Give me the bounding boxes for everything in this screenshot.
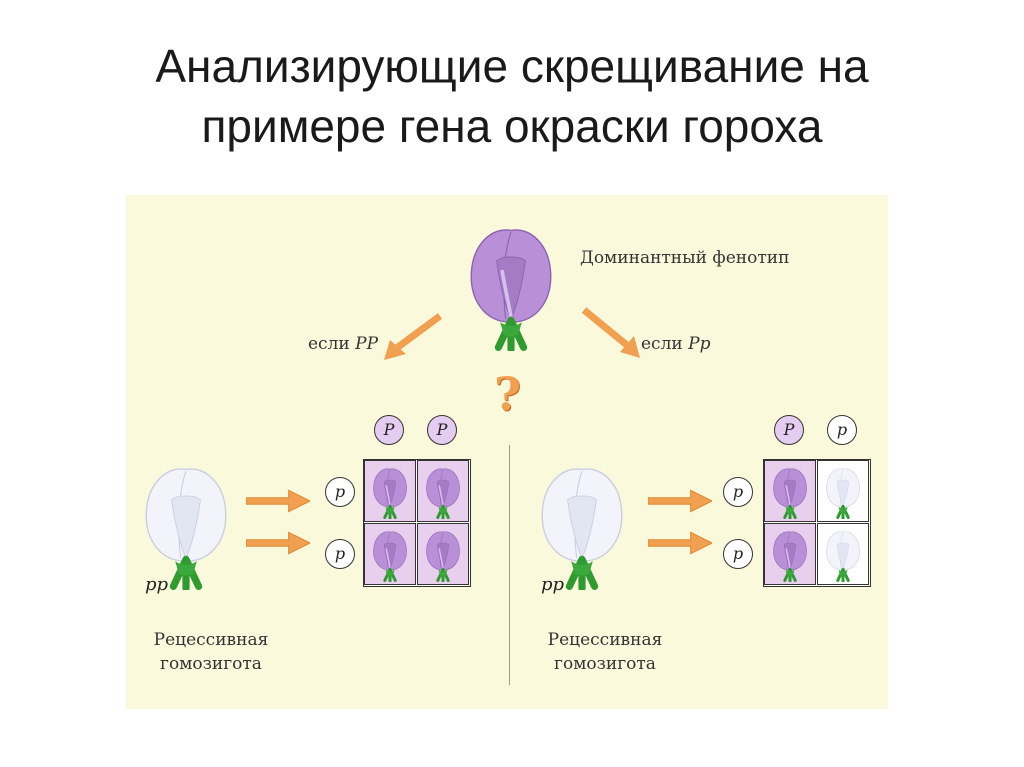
right-cell-2-2 <box>817 523 869 585</box>
purple-offspring-flower-icon <box>770 463 810 519</box>
title-line-2: примере гена окраски гороха <box>201 100 823 152</box>
left-gamete-top-2: P <box>427 415 457 445</box>
white-offspring-flower-icon <box>823 526 863 582</box>
left-gamete-side-1: p <box>325 477 355 507</box>
left-case-arrow-icon <box>384 313 443 360</box>
right-cell-1-1 <box>764 460 816 522</box>
right-gamete-side-1: p <box>723 477 753 507</box>
right-parent-white-flower-icon <box>536 455 628 590</box>
right-parent-caption: Рецессивная гомозигота <box>530 628 680 676</box>
right-cell-1-2 <box>817 460 869 522</box>
left-case-prefix: если <box>308 334 356 354</box>
right-cell-2-1 <box>764 523 816 585</box>
left-case-genotype: PP <box>355 334 379 354</box>
left-arrow-upper-icon <box>246 489 310 513</box>
right-caption-line-1: Рецессивная <box>547 630 663 650</box>
left-cell-2-1 <box>364 523 416 585</box>
dominant-flower-icon <box>466 216 556 351</box>
left-cell-2-2 <box>417 523 469 585</box>
left-gamete-side-2: p <box>325 539 355 569</box>
purple-offspring-flower-icon <box>423 526 463 582</box>
left-arrow-lower-icon <box>246 531 310 555</box>
right-caption-line-2: гомозигота <box>554 654 656 674</box>
white-offspring-flower-icon <box>823 463 863 519</box>
left-caption-line-2: гомозигота <box>160 654 262 674</box>
right-gamete-side-2: p <box>723 539 753 569</box>
left-caption-line-1: Рецессивная <box>153 630 269 650</box>
right-case-prefix: если <box>641 334 689 354</box>
purple-offspring-flower-icon <box>370 526 410 582</box>
right-parent-genotype: pp <box>541 574 565 595</box>
left-cell-1-1 <box>364 460 416 522</box>
left-gamete-top-1: P <box>374 415 404 445</box>
right-case-genotype: Pp <box>688 334 711 354</box>
right-case-label: если Pp <box>641 334 710 354</box>
left-punnett-square <box>363 459 471 587</box>
purple-offspring-flower-icon <box>370 463 410 519</box>
right-gamete-top-2: p <box>827 415 857 445</box>
title-line-1: Анализирующие скрещивание на <box>155 40 869 92</box>
slide-title: Анализирующие скрещивание на примере ген… <box>40 36 984 156</box>
left-cell-1-2 <box>417 460 469 522</box>
left-case-label: если PP <box>308 334 378 354</box>
right-arrow-upper-icon <box>648 489 712 513</box>
left-parent-genotype: pp <box>145 574 169 595</box>
purple-offspring-flower-icon <box>423 463 463 519</box>
right-case-arrow-icon <box>581 307 640 358</box>
dominant-phenotype-label: Доминантный фенотип <box>580 248 790 268</box>
right-gamete-top-1: P <box>774 415 804 445</box>
right-punnett-square <box>763 459 871 587</box>
right-arrow-lower-icon <box>648 531 712 555</box>
left-parent-caption: Рецессивная гомозигота <box>136 628 286 676</box>
center-divider <box>509 445 510 685</box>
question-mark: ? <box>494 367 521 421</box>
purple-offspring-flower-icon <box>770 526 810 582</box>
left-parent-white-flower-icon <box>140 455 232 590</box>
